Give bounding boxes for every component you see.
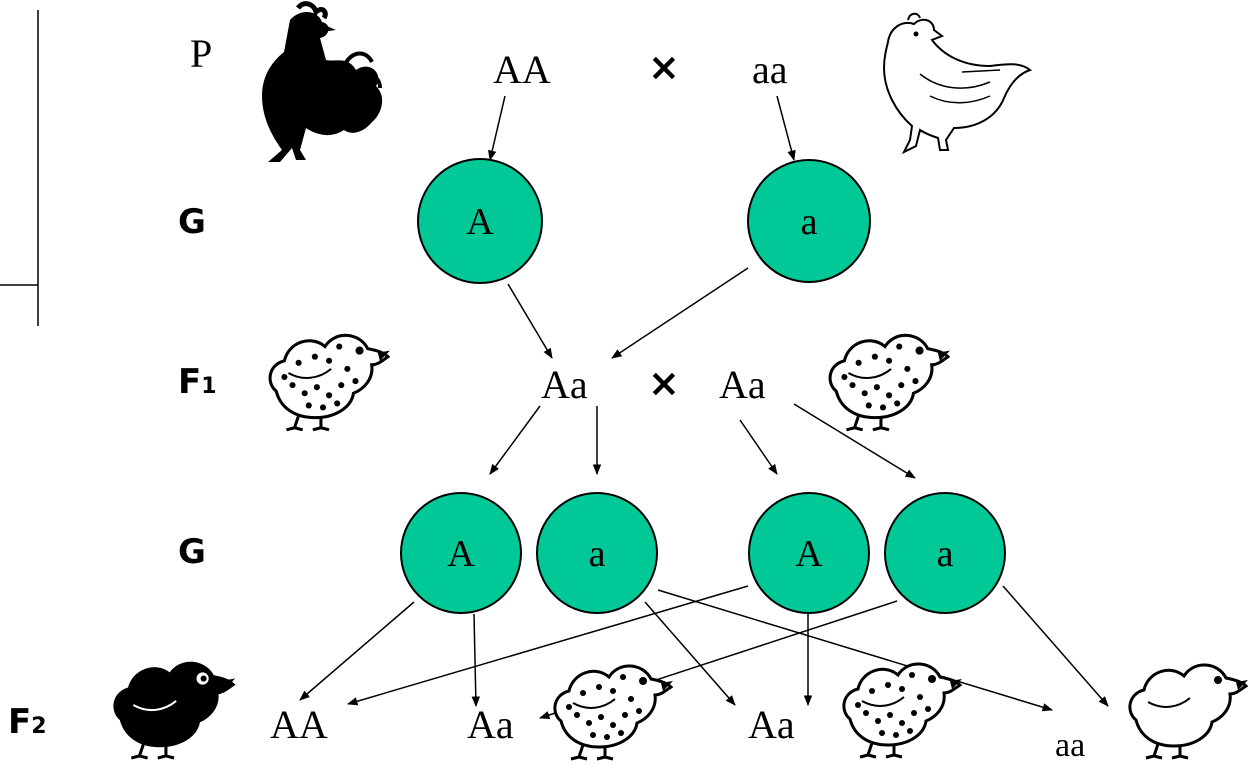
white-hen-icon [882,12,1033,155]
gamete-f1-1: A [400,492,522,614]
svg-text:a: a [801,201,818,243]
black-rooster-icon [262,1,383,162]
svg-text:A: A [795,533,823,575]
svg-text:a: a [937,533,954,575]
speckled-chick-icon [553,664,673,761]
gamete-f1-4: a [884,492,1006,614]
label-f2: F2 [8,702,47,742]
speckled-chick-icon [268,333,390,432]
f2-genotype-4: aa [1055,727,1085,764]
svg-text:A: A [447,533,475,575]
gamete-p-a-dominant: A [417,158,543,284]
speckled-chick-icon [842,662,962,759]
svg-text:a: a [589,533,606,575]
f2-genotype-3: Aa [748,702,795,747]
label-g2: G [178,532,206,572]
cross-symbol-f1: × [648,361,680,405]
f2-genotype-2: Aa [467,702,514,747]
black-chick-icon [113,661,237,760]
f2-genotype-1: AA [270,702,328,747]
f1-right-genotype: Aa [719,362,766,407]
label-p: P [190,31,212,76]
white-chick-icon [1128,663,1248,760]
f1-left-genotype: Aa [541,362,588,407]
label-g1: G [178,202,206,242]
speckled-chick-icon [828,333,950,432]
label-f1: F1 [178,362,217,402]
gamete-f1-2: a [536,492,658,614]
cross-symbol-p: × [648,45,680,89]
parent-right-genotype: aa [752,47,788,92]
gamete-p-a-recessive: a [747,159,871,283]
svg-text:A: A [466,201,494,243]
gamete-f1-3: A [748,492,870,614]
parent-left-genotype: AA [493,47,551,92]
